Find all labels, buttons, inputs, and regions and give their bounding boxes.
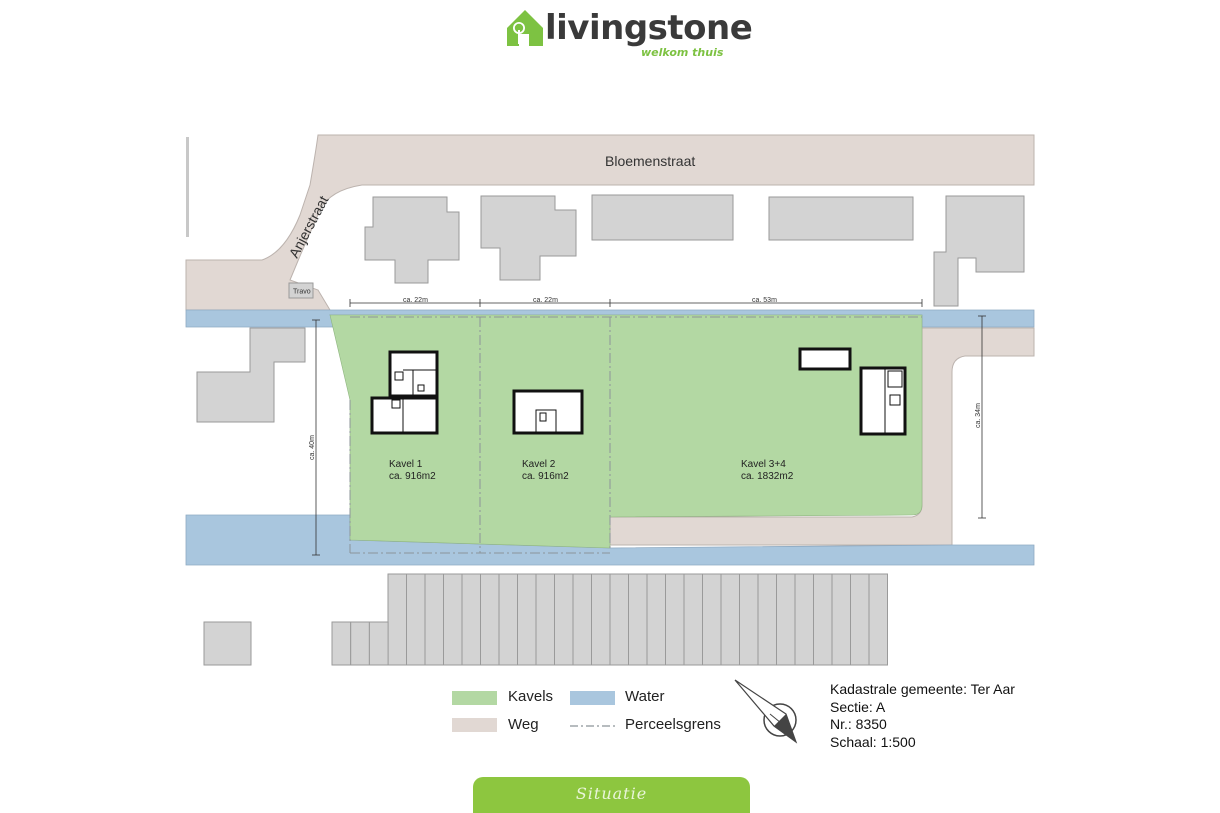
buildings [196, 194, 1025, 423]
garage-box [702, 573, 722, 666]
garage-box [480, 573, 500, 666]
garage-box [406, 573, 426, 666]
garage-box [203, 621, 252, 666]
cadastral-number: Nr.: 8350 [830, 716, 887, 732]
situatie-tab[interactable]: Situatie [473, 777, 750, 813]
brand-logo: livingstone welkom thuis [505, 6, 753, 60]
garage-box [535, 573, 555, 666]
dimension-lines [312, 299, 986, 556]
brand-tagline: welkom thuis [641, 46, 724, 59]
garage-box [591, 573, 611, 666]
legend-label-kavels: Kavels [508, 688, 554, 705]
garage-box [368, 621, 389, 666]
dim-depth-right: ca. 34m [975, 403, 982, 428]
garage-box [609, 573, 629, 666]
situatie-tab-label: Situatie [575, 784, 648, 803]
garage-box [813, 573, 833, 666]
legend-swatch-perceelsgrens [570, 725, 615, 727]
house-tree-icon [507, 10, 543, 46]
dim-depth-left: ca. 40m [309, 435, 316, 460]
plot-area: ca. 916m2 [389, 471, 436, 482]
legend-label-perceelsgrens: Perceelsgrens [625, 716, 721, 733]
garage-box [831, 573, 851, 666]
garage-box [757, 573, 777, 666]
parcel-boundaries [349, 316, 922, 554]
garage-box [628, 573, 648, 666]
garage-box [776, 573, 796, 666]
garage-box [498, 573, 518, 666]
map-legend: Kavels Water Weg Perceelsgrens [452, 688, 742, 748]
house-kavel1 [370, 350, 439, 435]
garage-box [683, 573, 703, 666]
dim-kavel2-width: ca. 22m [533, 297, 558, 304]
dim-kavel1-width: ca. 22m [403, 297, 428, 304]
legend-swatch-kavels [452, 691, 497, 705]
legend-swatch-weg [452, 718, 497, 732]
garage-box [868, 573, 888, 666]
plots-area [329, 314, 923, 549]
garage-box [331, 621, 352, 666]
plot-label: Kavel 3+4 [741, 459, 786, 470]
legend-label-weg: Weg [508, 716, 539, 733]
legend-label-water: Water [625, 688, 665, 705]
garage-box [572, 573, 592, 666]
plot-label: Kavel 2 [522, 459, 556, 470]
plot-area: ca. 916m2 [522, 471, 569, 482]
cadastral-scale: Schaal: 1:500 [830, 733, 916, 750]
dim-kavel34-width: ca. 53m [752, 297, 777, 304]
cadastral-municipality: Kadastrale gemeente: Ter Aar [830, 681, 1015, 697]
garage-box [424, 573, 444, 666]
garage-box [554, 573, 574, 666]
garage-box [461, 573, 481, 666]
travo-label: Travo [293, 289, 311, 296]
garage-box [387, 573, 407, 666]
cadastral-info: Kadastrale gemeente: Ter Aar Sectie: A N… [830, 681, 1015, 751]
garage-box [350, 621, 370, 666]
cadastral-section: Sectie: A [830, 698, 886, 715]
garage-box [517, 573, 537, 666]
garage-box [665, 573, 685, 666]
garage-box [739, 573, 759, 666]
house-kavel2 [512, 389, 584, 435]
garage-box [646, 573, 666, 666]
brand-name: livingstone [545, 8, 753, 48]
north-arrow-icon [734, 679, 798, 744]
plot-label: Kavel 1 [389, 459, 423, 470]
legend-swatch-water [570, 691, 615, 705]
garages [203, 573, 888, 666]
garage-box [720, 573, 740, 666]
garage-box [794, 573, 814, 666]
house-kavel34 [798, 347, 907, 436]
street-bloemenstraat: Bloemenstraat [605, 153, 695, 169]
plot-area: ca. 1832m2 [741, 471, 794, 482]
garage-box [850, 573, 870, 666]
garage-box [443, 573, 463, 666]
